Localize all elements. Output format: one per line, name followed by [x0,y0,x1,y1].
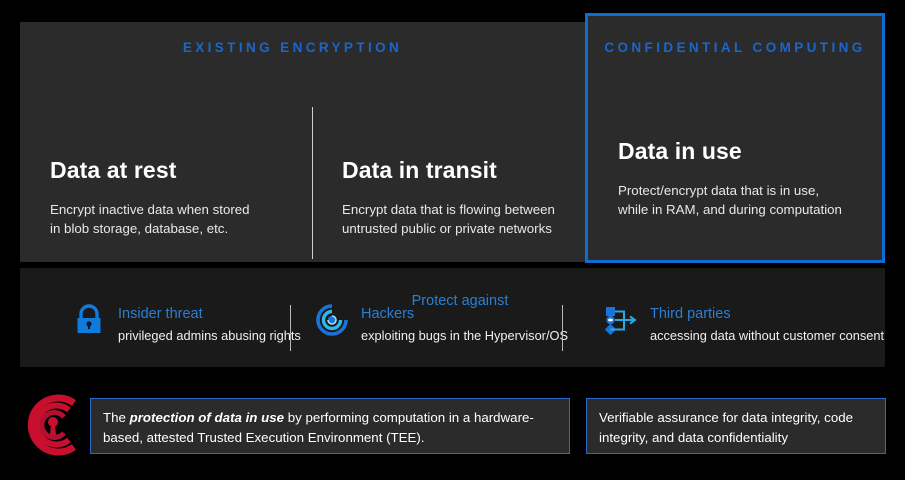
threat-hackers: Hackers exploiting bugs in the Hyperviso… [301,268,568,367]
definition-suffix: by performing computation in a hardware-… [103,410,534,445]
threat-insider-description: privileged admins abusing rights [118,328,301,343]
existing-encryption-eyebrow: EXISTING ENCRYPTION [182,40,403,55]
column-data-in-transit: Data in transit Encrypt data that is flo… [312,22,585,262]
definition-box: The protection of data in use by perform… [90,398,570,454]
threat-third-parties-title: Third parties [650,306,731,322]
assurance-box: Verifiable assurance for data integrity,… [586,398,886,454]
definition-prefix: The [103,410,130,425]
threat-hackers-description: exploiting bugs in the Hypervisor/OS [361,328,568,343]
threat-hackers-title: Hackers [361,306,415,322]
nodes-arrow-icon [604,303,638,337]
protect-against-label: Protect against [411,293,509,309]
confidential-computing-eyebrow: CONFIDENTIAL COMPUTING [604,40,866,55]
data-in-transit-description: Encrypt data that is flowing between unt… [342,202,555,236]
data-in-use-headline: Data in use [618,138,742,164]
threat-insider: Insider threat privileged admins abusing… [50,268,301,367]
threats-band: Insider threat privileged admins abusing… [20,268,885,367]
data-at-rest-description: Encrypt inactive data when stored in blo… [50,202,250,236]
assurance-text: Verifiable assurance for data integrity,… [599,410,854,445]
threat-third-parties-description: accessing data without customer consent [650,328,885,343]
confidential-computing-box: CONFIDENTIAL COMPUTING Data in use Prote… [585,13,885,263]
data-at-rest-headline: Data at rest [50,157,177,183]
threat-third-parties: Third parties accessing data without cus… [582,268,885,367]
data-in-use-description: Protect/encrypt data that is in use, whi… [618,183,842,217]
spiral-eye-icon [315,303,349,337]
column-data-at-rest: Data at rest Encrypt inactive data when … [20,22,312,262]
definition-text: The protection of data in use by perform… [103,408,561,447]
threat-divider-2 [562,305,563,351]
data-in-transit-headline: Data in transit [342,157,497,183]
column-divider [312,107,313,259]
threat-divider-1 [290,305,291,351]
definition-emphasis: protection of data in use [129,410,285,425]
threat-insider-title: Insider threat [118,306,203,322]
confidential-computing-consortium-logo [22,393,84,457]
padlock-icon [72,303,106,337]
